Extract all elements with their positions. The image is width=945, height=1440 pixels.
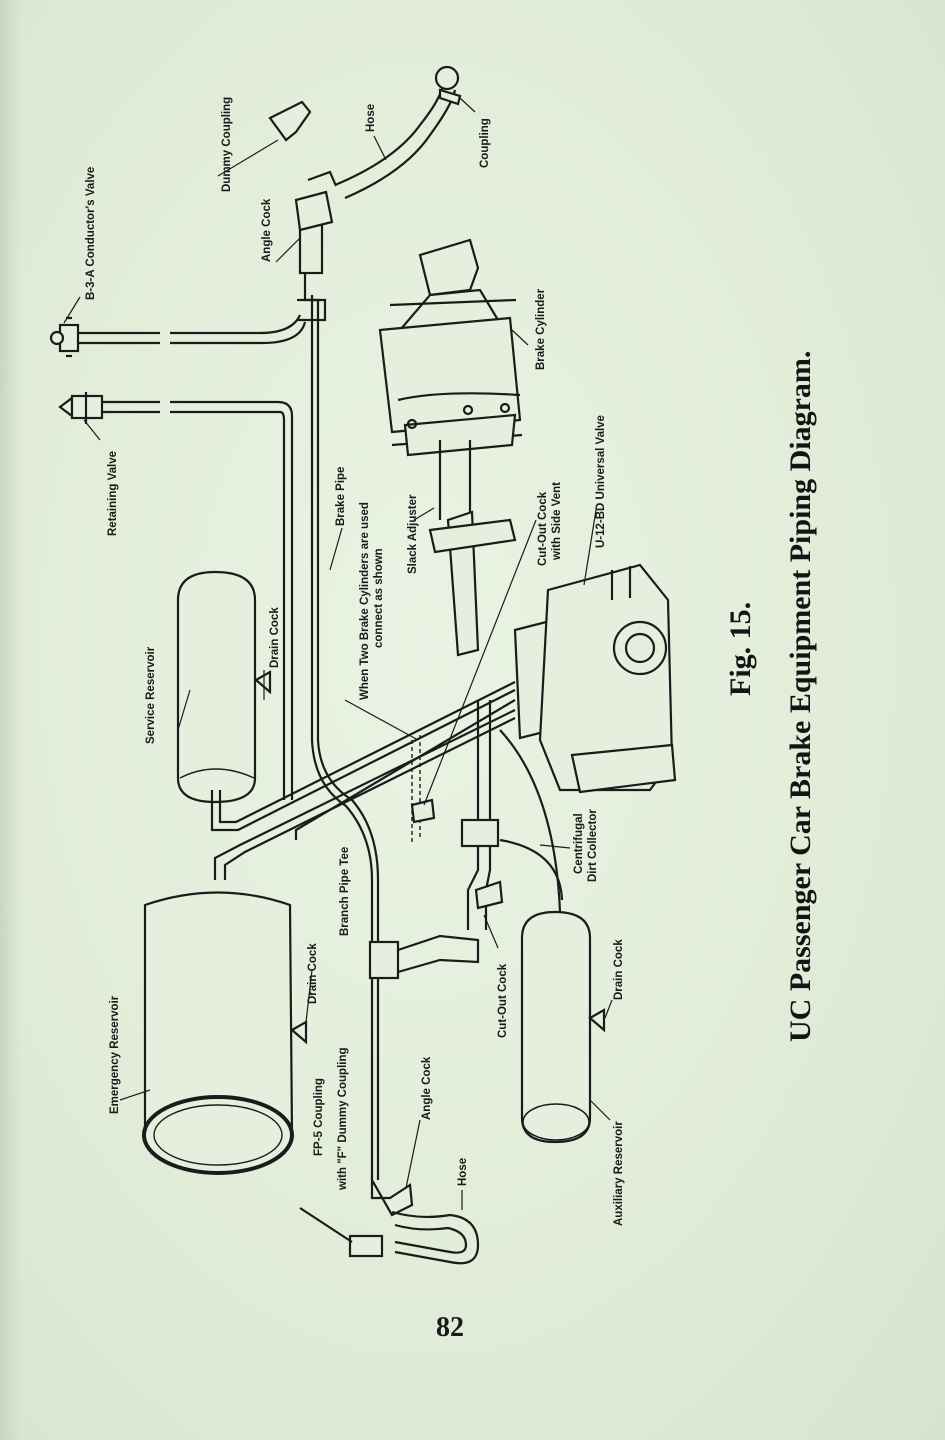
- retaining-valve-pipe: [100, 400, 294, 800]
- label-fp5-coupling-1: FP-5 Coupling: [313, 1078, 325, 1156]
- label-cut-out-cock: Cut-Out Cock: [497, 963, 509, 1038]
- drain-cock-shapes: [254, 670, 606, 1045]
- brake-cylinder-shape: [378, 238, 523, 657]
- branch-tee-shape: [368, 700, 564, 980]
- label-slack-adjuster: Slack Adjuster: [407, 494, 419, 574]
- second-cylinder-connection: [411, 735, 421, 842]
- conductor-valve-shape: [49, 316, 80, 358]
- label-universal-valve: U-12-BD Universal Valve: [595, 415, 607, 548]
- label-cutout-side-vent-2: with Side Vent: [551, 482, 563, 561]
- emergency-reservoir-shape: [142, 891, 294, 1175]
- label-centrifugal-2: Dirt Collector: [587, 809, 599, 882]
- figure-title: UC Passenger Car Brake Equipment Piping …: [784, 351, 817, 1042]
- page-edge-shadow: [0, 0, 22, 1440]
- label-brake-pipe: Brake Pipe: [335, 467, 347, 526]
- diagram-labels: B-3-A Conductor's Valve Dummy Coupling H…: [85, 97, 625, 1226]
- label-angle-cock-bottom: Angle Cock: [421, 1056, 433, 1120]
- label-two-cylinders-note-2: connect as shown: [373, 548, 385, 648]
- label-angle-cock-top: Angle Cock: [261, 198, 273, 262]
- brake-pipe-shape: [297, 270, 380, 1180]
- label-drain-cock-aux: Drain Cock: [613, 939, 625, 1000]
- label-cutout-side-vent-1: Cut-Out Cock: [537, 491, 549, 566]
- label-retaining-valve: Retaining Valve: [107, 451, 119, 536]
- label-coupling-top: Coupling: [479, 118, 491, 168]
- label-branch-pipe-tee: Branch Pipe Tee: [339, 847, 351, 936]
- conductor-valve-pipe: [60, 314, 302, 335]
- label-service-reservoir: Service Reservoir: [145, 646, 157, 744]
- label-auxiliary-reservoir: Auxiliary Reservoir: [613, 1121, 625, 1226]
- universal-valve-shape: [513, 563, 677, 794]
- label-emergency-reservoir: Emergency Reservoir: [109, 995, 121, 1114]
- label-centrifugal-1: Centrifugal: [573, 813, 585, 874]
- label-dummy-coupling-top: Dummy Coupling: [221, 97, 233, 192]
- retaining-valve-shape: [58, 392, 104, 424]
- label-hose-top: Hose: [365, 104, 377, 132]
- page-number: 82: [436, 1312, 464, 1343]
- label-drain-cock-emergency: Drain Cock: [307, 943, 319, 1004]
- label-drain-cock-service: Drain Cock: [269, 607, 281, 668]
- leader-lines: [63, 97, 613, 1210]
- label-fp5-coupling-2: with "F" Dummy Coupling: [337, 1047, 349, 1191]
- diagram-drawing: [49, 65, 677, 1265]
- service-reservoir-shape: [176, 570, 257, 804]
- top-hose-assembly: [268, 65, 462, 275]
- figure-number: Fig. 15.: [724, 602, 757, 696]
- bottom-hose-assembly: [299, 1175, 480, 1265]
- label-conductors-valve: B-3-A Conductor's Valve: [85, 167, 97, 300]
- label-hose-bottom: Hose: [457, 1158, 469, 1186]
- service-reservoir-pipe: [210, 689, 516, 832]
- auxiliary-reservoir-shape: [520, 910, 592, 1144]
- label-two-cylinders-note-1: When Two Brake Cylinders are used: [359, 502, 371, 700]
- label-brake-cylinder: Brake Cylinder: [535, 288, 547, 370]
